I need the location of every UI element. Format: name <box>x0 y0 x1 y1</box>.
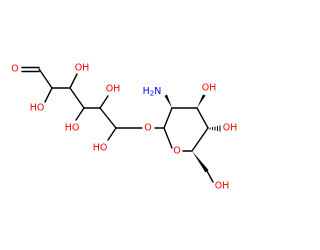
bond-c1r-c2r <box>163 107 173 129</box>
bond-c6r-oh <box>206 170 214 183</box>
atom-amino-group: H2N <box>143 86 162 98</box>
wedge-c5r-c6r <box>192 151 209 173</box>
atom-c3r-hydroxyl: OH <box>202 83 217 94</box>
atom-c5-hydroxyl: OH <box>106 84 121 95</box>
atom-c3-hydroxyl: OH <box>75 63 90 74</box>
bond-c1-c2 <box>38 68 53 89</box>
bond-c5-oh <box>99 95 109 109</box>
atom-c4r-hydroxyl: OH <box>223 123 238 134</box>
atom-ring-oxygen: O <box>173 146 180 157</box>
wedge-c2r-nh2 <box>164 94 172 108</box>
bond-c4-oh <box>75 107 85 121</box>
atom-aldehyde-oxygen: O <box>11 64 18 75</box>
bond-c6-oh <box>107 127 117 141</box>
wedge-c3r-oh <box>197 94 206 108</box>
bond-c3-oh <box>69 73 78 89</box>
atom-c6-hydroxyl: HO <box>93 143 108 154</box>
hash-c4r-oh <box>209 125 221 132</box>
atom-c6r-hydroxyl: OH <box>215 181 230 192</box>
open-chain <box>21 66 143 141</box>
molecule-structure: O HO OH HO OH HO O O H2N OH OH OH <box>11 63 237 192</box>
bond-c1r-oring <box>163 127 173 149</box>
bond-c2-oh <box>44 87 53 103</box>
atom-ether-oxygen: O <box>144 123 151 134</box>
atom-c2-hydroxyl: HO <box>30 103 45 114</box>
pyranose-ring <box>154 94 221 183</box>
bond-c5r-c4r <box>191 127 209 152</box>
bond-c4r-c3r <box>196 107 209 129</box>
bond-c5-c6 <box>99 107 117 129</box>
atom-c4-hydroxyl: HO <box>65 123 80 134</box>
atom-labels: O HO OH HO OH HO O O H2N OH OH OH <box>11 63 237 192</box>
bond-c3-c4 <box>69 87 85 109</box>
